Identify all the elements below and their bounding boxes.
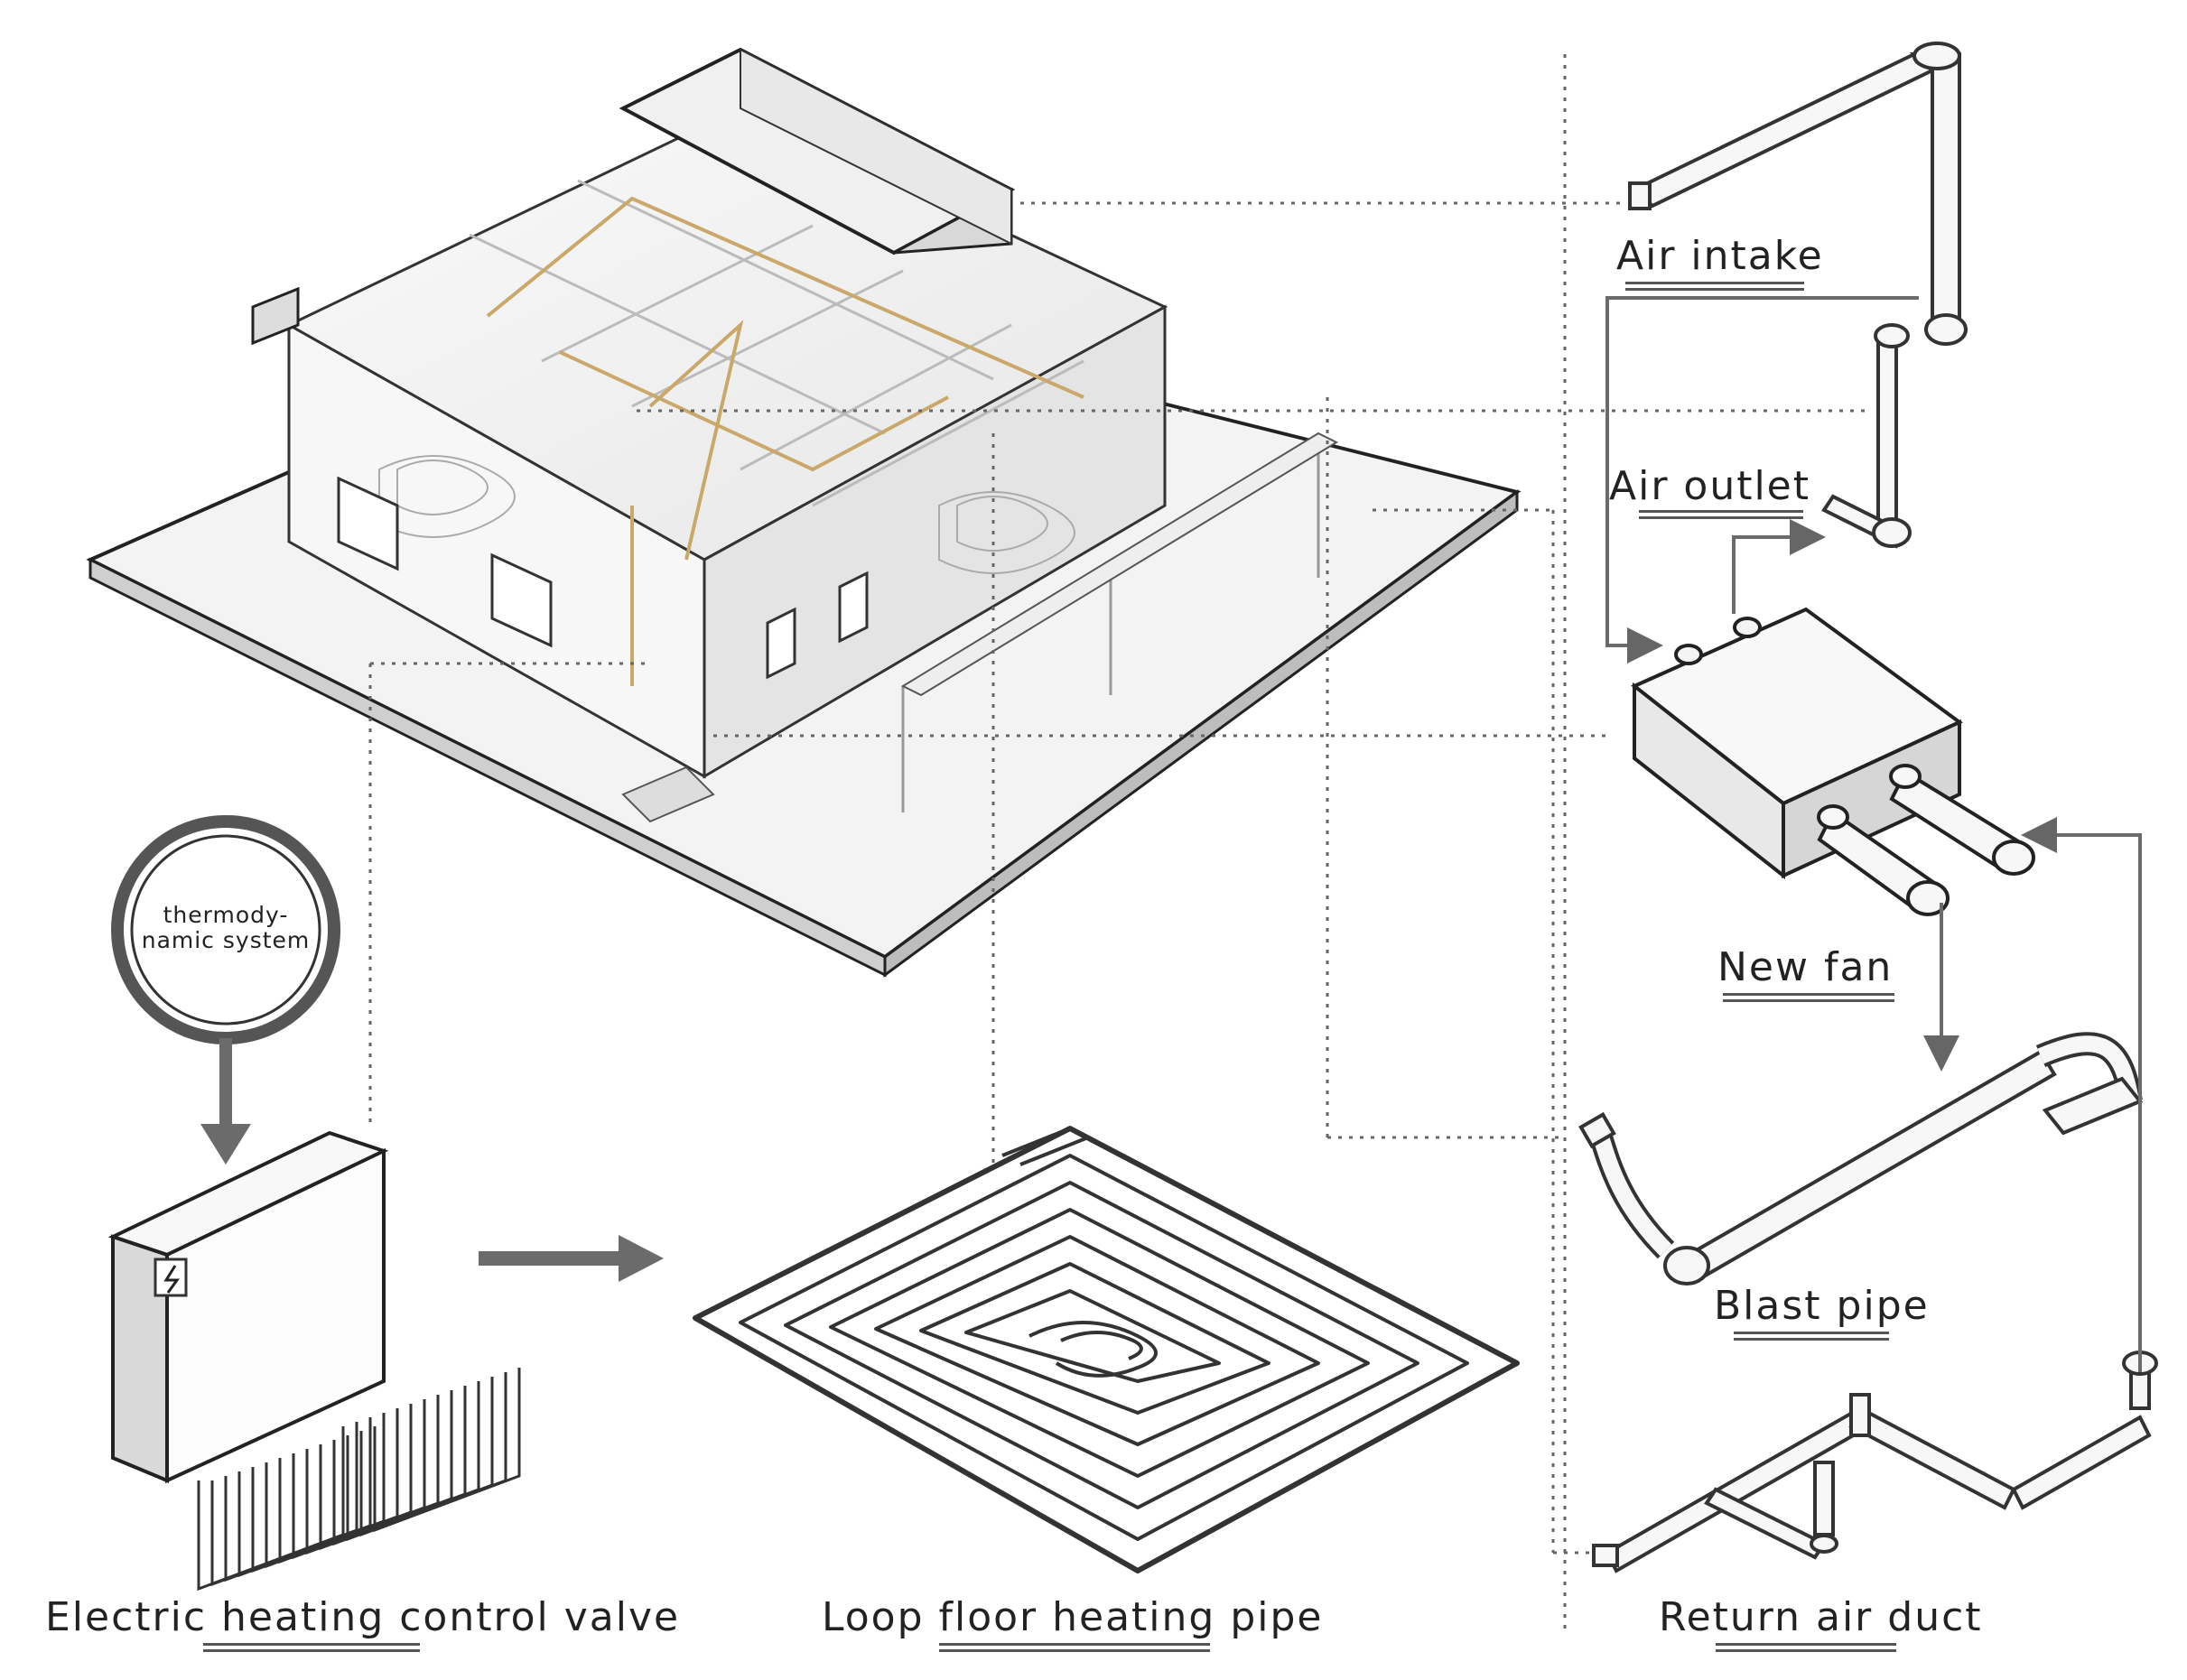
underline-air-outlet <box>1639 510 1803 519</box>
dotted-connectors <box>368 54 1869 1634</box>
underline-electric-valve <box>203 1643 420 1652</box>
electric-control-valve-unit <box>107 1130 521 1592</box>
underline-blast-pipe <box>1734 1332 1889 1341</box>
return-air-duct <box>1592 1350 2158 1573</box>
loop-floor-heating-pipe <box>693 1126 1520 1573</box>
label-new-fan: New fan <box>1717 944 1894 990</box>
label-electric-heating-control-valve: Electric heating control valve <box>45 1594 681 1640</box>
valve-to-floor-arrow <box>479 1235 664 1282</box>
underline-new-fan <box>1723 993 1894 1002</box>
building-isometric <box>86 47 1522 978</box>
thermodynamic-system-label: thermody- namic system <box>126 903 325 952</box>
label-loop-floor-heating-pipe: Loop floor heating pipe <box>822 1594 1324 1640</box>
label-air-intake: Air intake <box>1616 233 1824 279</box>
new-fan-unit <box>1631 607 2035 916</box>
label-blast-pipe: Blast pipe <box>1714 1283 1930 1329</box>
thermo-line-2: namic system <box>141 926 311 953</box>
label-air-outlet: Air outlet <box>1609 463 1811 509</box>
air-outlet-duct <box>1821 323 1912 549</box>
underline-floor-pipe <box>939 1643 1210 1652</box>
label-return-air-duct: Return air duct <box>1659 1594 1983 1640</box>
underline-return-air-duct <box>1716 1643 1896 1652</box>
underline-air-intake <box>1625 282 1804 291</box>
air-intake-duct <box>1628 42 1968 346</box>
thermo-line-1: thermody- <box>163 902 289 928</box>
blast-pipe <box>1578 1032 2144 1286</box>
thermodynamic-system-node <box>111 815 340 1165</box>
flow-arrows <box>1605 296 2142 1372</box>
